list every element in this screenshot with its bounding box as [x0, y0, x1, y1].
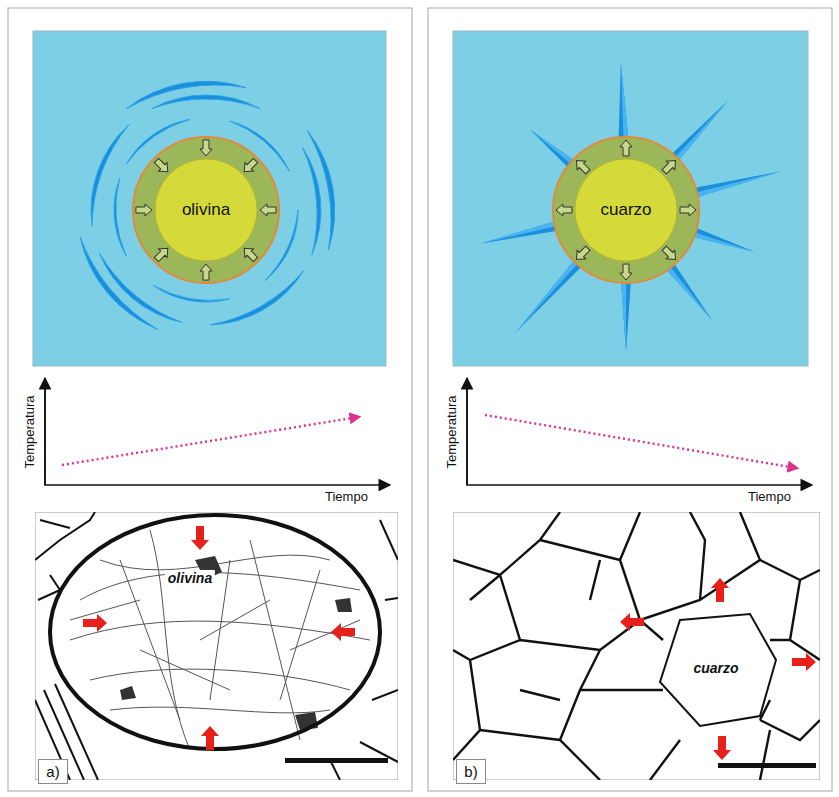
stress-arrow [660, 244, 680, 264]
matrix-ground [33, 31, 386, 366]
mineral-label: cuarzo [693, 660, 738, 676]
scale-bar [718, 763, 816, 768]
reaction-rim [553, 137, 699, 283]
mineral-name: cuarzo [600, 200, 651, 220]
axis-title: Temperatura [23, 396, 38, 469]
axis-title: Tiempo [748, 490, 791, 505]
crystal-core [575, 159, 677, 261]
stress-arrow [620, 264, 632, 280]
stress-arrow [152, 244, 172, 264]
quartz-grain [660, 614, 776, 726]
quartz-crystal: cuarzo [551, 135, 701, 285]
panel-tag: b) [456, 759, 486, 784]
red-arrows [620, 578, 816, 760]
stress-arrow [660, 156, 680, 176]
stress-arrow [200, 140, 212, 156]
panel-letter: a) [46, 763, 59, 780]
graph-axis [466, 378, 468, 485]
concentric-fractures [68, 73, 343, 339]
temperature-trend [485, 415, 790, 467]
crack-lines [35, 512, 398, 780]
panel-frame [8, 8, 412, 791]
panel-tag: a) [38, 759, 68, 784]
axis-title: Tiempo [325, 490, 368, 505]
stress-arrow [240, 244, 260, 264]
dark-inclusions [120, 556, 352, 730]
graph-axes [45, 380, 390, 485]
scale-bar [285, 758, 388, 763]
stress-arrow [572, 244, 592, 264]
matrix-ground [453, 31, 808, 366]
reaction-rim [133, 137, 279, 283]
olivine-grain [50, 515, 380, 749]
radial-fractures [479, 62, 783, 352]
stress-arrow [572, 156, 592, 176]
crystal-core [155, 159, 257, 261]
panel-letter: b) [464, 763, 477, 780]
stress-arrow [200, 264, 212, 280]
temperature-trend [62, 418, 352, 465]
red-arrows [83, 526, 355, 750]
mineral-name: olivina [182, 200, 230, 220]
micrograph [35, 512, 398, 780]
micrograph [453, 512, 820, 780]
stress-arrow [556, 204, 572, 216]
stress-arrow [136, 204, 152, 216]
stress-arrow [152, 156, 172, 176]
stress-arrow [680, 204, 696, 216]
stress-arrow [260, 204, 276, 216]
axis-title: Temperatura [445, 396, 460, 469]
stress-arrow [240, 156, 260, 176]
stress-arrow [620, 140, 632, 156]
olivine-crystal: olivina [131, 135, 281, 285]
graph-axis [44, 378, 46, 485]
mineral-label: olivina [165, 570, 215, 586]
crack-network [453, 512, 820, 780]
panel-frame [428, 8, 832, 791]
graph-axes [467, 380, 812, 485]
